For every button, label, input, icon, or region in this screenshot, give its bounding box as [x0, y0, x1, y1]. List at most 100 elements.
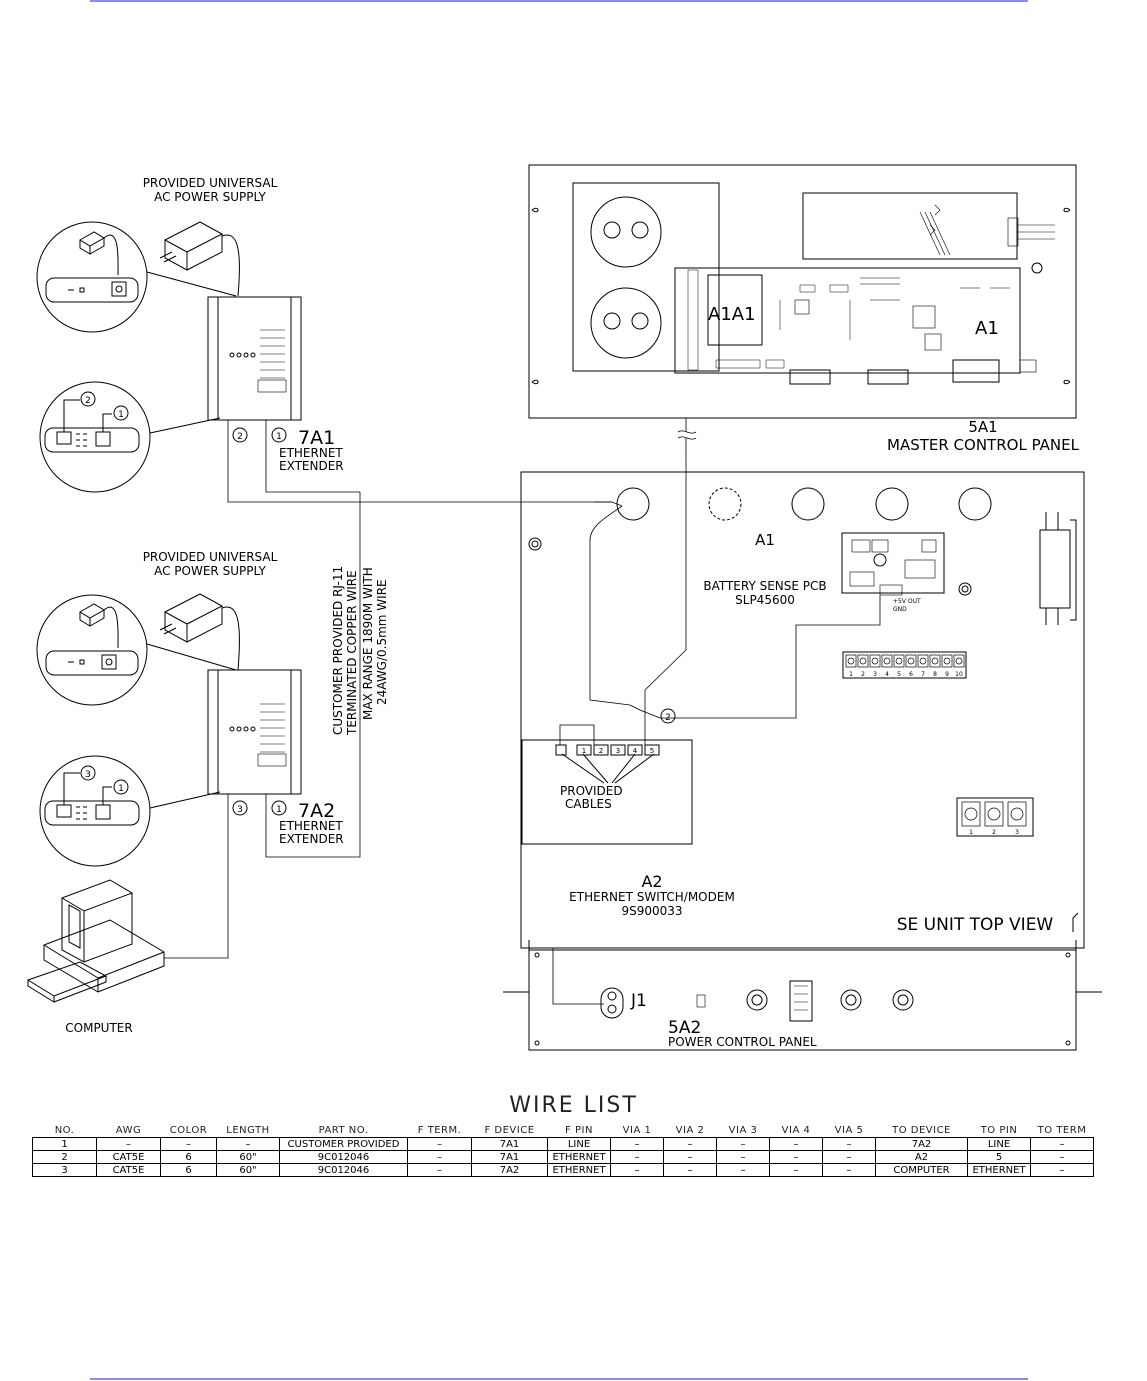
- svg-text:EXTENDER: EXTENDER: [279, 832, 344, 846]
- table-cell: –: [610, 1150, 664, 1164]
- cable-routes-left: [164, 420, 623, 959]
- table-cell: –: [822, 1163, 876, 1177]
- terminal-9: 9: [941, 654, 953, 678]
- switch-port-number: 4: [633, 747, 638, 755]
- table-cell: 60": [216, 1150, 280, 1164]
- computer-drawing: [26, 879, 165, 1003]
- master-panel-name: MASTER CONTROL PANEL: [887, 436, 1080, 454]
- svg-text:2: 2: [237, 432, 243, 442]
- switch-port-number: 3: [616, 747, 620, 755]
- table-cell: LINE: [547, 1137, 611, 1151]
- table-cell: –: [610, 1137, 664, 1151]
- terminal-number: 8: [933, 671, 937, 678]
- table-cell: ETHERNET: [967, 1163, 1031, 1177]
- wire-list-col-header: VIA 5: [834, 1125, 864, 1136]
- pcb-out-label: +5V OUT: [893, 598, 921, 605]
- terminal-2: 2: [857, 654, 869, 678]
- customer-wire-note: CUSTOMER PROVIDED RJ-11 TERMINATED COPPE…: [331, 566, 389, 736]
- svg-text:CUSTOMER PROVIDED RJ-11: CUSTOMER PROVIDED RJ-11: [331, 566, 345, 735]
- pcb-gnd-label: GND: [893, 606, 907, 613]
- wire-list-col-header: AWG: [115, 1125, 142, 1136]
- svg-text:9S900033: 9S900033: [621, 904, 682, 918]
- cable-tag-2: [660, 708, 676, 724]
- master-control-panel: A1A1 A1: [528, 164, 1077, 419]
- table-cell: 1: [32, 1137, 97, 1151]
- table-cell: –: [663, 1163, 717, 1177]
- svg-text:AC POWER SUPPLY: AC POWER SUPPLY: [154, 190, 266, 204]
- table-cell: –: [716, 1137, 770, 1151]
- extender-7a2-label: 7A2 ETHERNET EXTENDER: [279, 800, 344, 846]
- terminal-7: 7: [917, 654, 929, 678]
- switch-port-number: 5: [650, 747, 654, 755]
- terminal-2: 2: [984, 801, 1004, 836]
- wire-list-col-header: F DEVICE: [484, 1125, 535, 1136]
- extender-7a1-body: [207, 296, 302, 421]
- terminal-1: 1: [961, 801, 981, 836]
- svg-text:SLP45600: SLP45600: [735, 593, 795, 607]
- wire-list-col-header: PART NO.: [318, 1125, 369, 1136]
- table-cell: CUSTOMER PROVIDED: [279, 1137, 408, 1151]
- svg-text:A1: A1: [755, 531, 775, 549]
- svg-text:7A1: 7A1: [298, 427, 335, 449]
- table-cell: 7A1: [471, 1137, 548, 1151]
- terminal-number: 7: [921, 671, 925, 678]
- detail-circle-power-2: [36, 594, 148, 706]
- svg-text:7A2: 7A2: [298, 800, 335, 822]
- table-cell: 7A1: [471, 1150, 548, 1164]
- table-cell: –: [663, 1150, 717, 1164]
- wire-list-col-header: COLOR: [169, 1125, 208, 1136]
- table-cell: 9C012046: [279, 1150, 408, 1164]
- switch-port-uplink: [555, 744, 567, 756]
- terminal-number: 6: [909, 671, 913, 678]
- cable-routes-unit: [552, 460, 881, 1005]
- unit-view-label: SE UNIT TOP VIEW: [897, 915, 1054, 935]
- svg-text:A2: A2: [641, 872, 662, 891]
- terminal-number: 2: [861, 671, 865, 678]
- table-cell: 60": [216, 1163, 280, 1177]
- a1-board-label: A1: [975, 318, 999, 339]
- svg-text:AC POWER SUPPLY: AC POWER SUPPLY: [154, 564, 266, 578]
- table-cell: –: [610, 1163, 664, 1177]
- cables-label-2: CABLES: [565, 797, 612, 811]
- terminal-6: 6: [905, 654, 917, 678]
- svg-text:ETHERNET: ETHERNET: [279, 819, 343, 833]
- power-panel-id: 5A2: [668, 1018, 701, 1038]
- table-cell: –: [1030, 1150, 1094, 1164]
- jack-j1-label: J1: [630, 991, 647, 1011]
- wire-list-col-header: NO.: [54, 1125, 75, 1136]
- master-panel-id: 5A1: [968, 418, 997, 436]
- table-cell: COMPUTER: [875, 1163, 968, 1177]
- switch-port-number: 1: [582, 747, 586, 755]
- switch-label: A2 ETHERNET SWITCH/MODEM 9S900033: [569, 872, 735, 918]
- table-cell: 9C012046: [279, 1163, 408, 1177]
- terminal-number: 4: [885, 671, 889, 678]
- wire-list-col-header: VIA 3: [728, 1125, 758, 1136]
- svg-text:2: 2: [85, 396, 91, 406]
- table-cell: –: [822, 1150, 876, 1164]
- power-panel-name: POWER CONTROL PANEL: [668, 1035, 817, 1049]
- terminal-number: 3: [873, 671, 877, 678]
- svg-text:EXTENDER: EXTENDER: [279, 459, 344, 473]
- table-cell: –: [96, 1137, 161, 1151]
- terminal-3: 3: [1007, 801, 1027, 836]
- wire-list-col-header: LENGTH: [226, 1125, 270, 1136]
- table-cell: –: [769, 1163, 823, 1177]
- ac-adapter-1: [159, 221, 240, 297]
- wire-list-col-header: TO PIN: [980, 1125, 1018, 1136]
- table-cell: –: [716, 1150, 770, 1164]
- wire-list-col-header: VIA 1: [622, 1125, 652, 1136]
- table-cell: –: [716, 1163, 770, 1177]
- svg-text:1: 1: [276, 805, 282, 815]
- table-cell: –: [769, 1150, 823, 1164]
- terminal-number: 1: [969, 829, 973, 836]
- switch-port-5: 5: [644, 744, 660, 756]
- terminal-3: 3: [869, 654, 881, 678]
- table-cell: 6: [160, 1150, 217, 1164]
- terminal-number: 1: [849, 671, 853, 678]
